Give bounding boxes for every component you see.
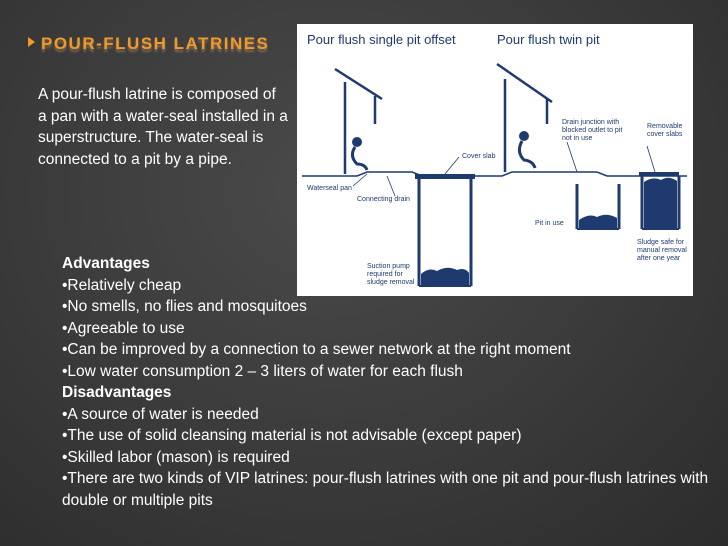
advantage-item: •Can be improved by a connection to a se… <box>62 341 571 358</box>
intro-paragraph: A pour-flush latrine is composed of a pa… <box>38 86 288 168</box>
twin-pit-user-figure <box>517 131 537 169</box>
label-suction-pump-1: Suction pump <box>367 263 410 270</box>
slide-title: Pour-Flush Latrines <box>28 34 269 54</box>
advantage-item: •Agreeable to use <box>62 319 185 337</box>
title-bullet-icon <box>28 37 35 47</box>
twin-pit-in-use <box>575 184 621 230</box>
ground-line <box>302 171 687 177</box>
disadvantage-item: •There are two kinds of VIP latrines: po… <box>62 470 709 509</box>
advantage-item: •Low water consumption 2 – 3 liters of w… <box>62 362 463 380</box>
single-pit-user-figure <box>350 137 369 171</box>
label-sludge-safe-3: after one year <box>637 255 681 262</box>
label-pit-in-use: Pit in use <box>535 220 564 227</box>
label-sludge-safe-1: Sludge safe for <box>637 239 685 246</box>
caption-single-pit: Pour flush single pit offset <box>307 32 456 47</box>
single-pit-superstructure <box>334 67 383 174</box>
slide-title-text: Pour-Flush Latrines <box>41 34 270 53</box>
label-removable-cover-1: Removable <box>647 123 683 130</box>
label-suction-pump-2: required for <box>367 271 403 278</box>
latrine-diagram: Pour flush single pit offset Pour flush … <box>297 24 693 296</box>
pros-cons-list: Advantages •Relatively cheap •No smells,… <box>62 253 712 511</box>
label-drain-junction-3: not in use <box>562 135 592 142</box>
label-waterseal-pan: Waterseal pan <box>307 185 352 192</box>
single-pit <box>415 174 475 287</box>
label-drain-junction-2: blocked outlet to pit <box>562 127 622 134</box>
latrine-diagram-svg: Pour flush single pit offset Pour flush … <box>302 32 687 287</box>
annotation-leaders <box>352 141 656 223</box>
disadvantages-heading: Disadvantages <box>62 384 172 401</box>
label-removable-cover-2: cover slabs <box>647 131 683 138</box>
disadvantage-item: •Skilled labor (mason) is required <box>62 448 290 466</box>
disadvantage-item: •A source of water is needed <box>62 405 259 423</box>
label-cover-slab: Cover slab <box>462 153 496 160</box>
label-suction-pump-3: sludge removal <box>367 279 415 286</box>
label-connecting-drain: Connecting drain <box>357 196 410 203</box>
advantage-item: •No smells, no flies and mosquitoes <box>62 298 307 315</box>
twin-pit-resting <box>639 172 681 230</box>
disadvantage-item: •The use of solid cleansing material is … <box>62 427 522 444</box>
advantages-heading: Advantages <box>62 255 150 272</box>
label-sludge-safe-2: manual removal <box>637 247 687 254</box>
twin-pit-superstructure <box>496 62 553 172</box>
caption-twin-pit: Pour flush twin pit <box>497 32 600 47</box>
label-drain-junction-1: Drain junction with <box>562 119 619 126</box>
advantage-item: •Relatively cheap <box>62 276 182 294</box>
